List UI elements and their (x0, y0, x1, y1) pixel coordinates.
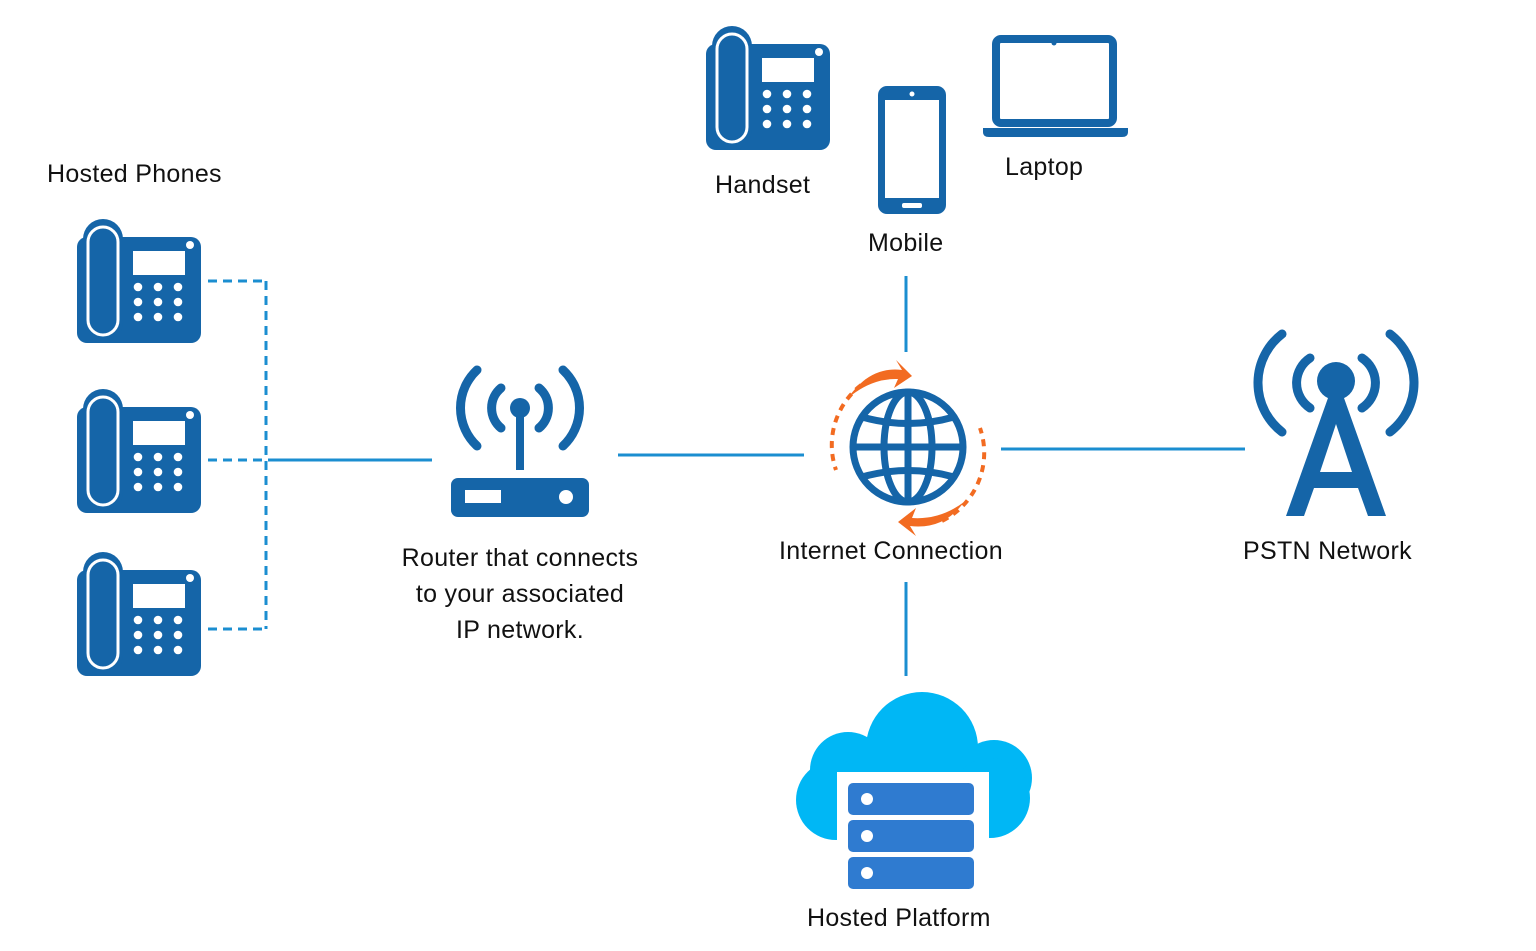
label-router-line-1: Router that connects (401, 544, 639, 572)
label-hosted-platform: Hosted Platform (807, 904, 991, 932)
label-router-line-2: to your associated (415, 580, 625, 608)
label-mobile: Mobile (868, 229, 944, 257)
label-pstn-network: PSTN Network (1243, 537, 1412, 565)
cloud-server-icon (796, 692, 1032, 896)
label-router-line-3: IP network. (456, 616, 584, 644)
desk-phone-icon (75, 217, 203, 345)
label-laptop: Laptop (1005, 153, 1084, 181)
label-hosted-phones: Hosted Phones (47, 160, 222, 188)
desk-phone-icon (75, 550, 203, 678)
label-handset: Handset (715, 171, 811, 199)
radio-tower-icon (1253, 329, 1419, 516)
label-router: Router that connects to your associated … (330, 540, 710, 648)
laptop-icon (983, 35, 1128, 137)
wifi-router-icon (451, 365, 589, 517)
desk-phone-icon (75, 387, 203, 515)
label-internet-connection: Internet Connection (779, 537, 1003, 565)
globe-sync-icon (829, 360, 987, 536)
desk-phone-icon (704, 24, 832, 152)
connection-lines (208, 276, 1245, 676)
smartphone-icon (878, 86, 946, 214)
